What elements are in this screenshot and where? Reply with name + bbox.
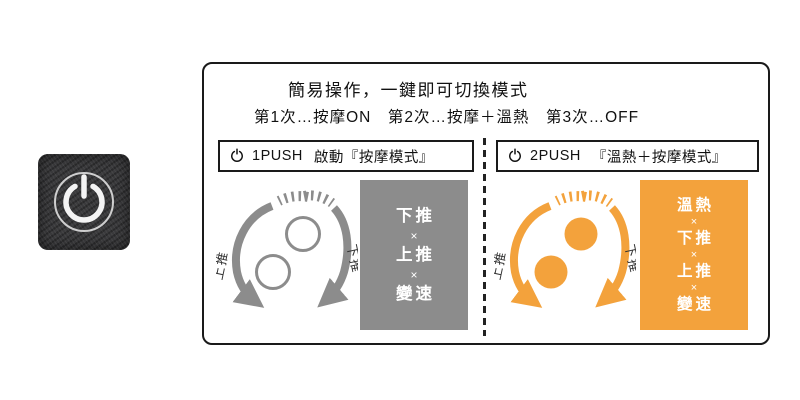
dashed-divider [483, 138, 486, 336]
mode1-left-arrow-tail [276, 191, 309, 206]
power-icon [231, 148, 243, 162]
mode2-result-box: 溫熱 × 下推 × 上推 × 變速 [640, 180, 748, 330]
multiply-sign: × [410, 267, 418, 282]
power-button-patch [38, 154, 130, 250]
power-icon [509, 148, 521, 162]
multiply-sign: × [690, 249, 698, 261]
mode1-box-line: 下推 [396, 206, 435, 225]
mode2-push-label: 2PUSH [530, 148, 581, 164]
mode1-box-line: 上推 [396, 245, 435, 264]
multiply-sign: × [690, 282, 698, 294]
mode1-box-line: 變速 [396, 284, 435, 303]
mode1-roller-diagram: 上推 下推 [216, 190, 358, 308]
mode2-up-arrow [510, 202, 552, 308]
power-icon [54, 172, 114, 232]
mode1-push-label: 1PUSH [252, 148, 303, 164]
mode1-down-arrow [317, 205, 352, 308]
mode1-result-box: 下推 × 上推 × 變速 [360, 180, 468, 330]
mode2-roller-bottom [534, 255, 568, 289]
mode2-box-line: 溫熱 [676, 197, 714, 214]
mode2-mode-label: 『溫熱＋按摩模式』 [591, 149, 727, 166]
multiply-sign: × [690, 216, 698, 228]
mode2-roller-diagram: 上推 下推 [494, 190, 636, 308]
panel-subtitle: 第1次…按摩ON 第2次…按摩＋溫熱 第3次…OFF [254, 109, 640, 126]
mode2-roller-top [564, 217, 598, 251]
mode1-up-arrow [232, 202, 274, 308]
mode1-up-label: 上推 [216, 249, 231, 281]
mode1-roller-bottom [255, 254, 291, 290]
mode1-mode-label: 啟動『按摩模式』 [313, 149, 434, 166]
panel-title: 簡易操作，一鍵即可切換模式 [288, 81, 529, 100]
mode2-box-line: 變速 [676, 296, 714, 313]
mode2-box-line: 上推 [676, 263, 714, 280]
instruction-panel: 簡易操作，一鍵即可切換模式 第1次…按摩ON 第2次…按摩＋溫熱 第3次…OFF… [202, 62, 770, 345]
mode2-right-arrow-tail [581, 190, 613, 208]
mode1-right-arrow-tail [303, 190, 335, 208]
multiply-sign: × [410, 228, 418, 243]
mode1-header: 1PUSH 啟動『按摩模式』 [218, 140, 474, 172]
mode2-down-arrow [595, 205, 630, 308]
mode2-box-line: 下推 [676, 230, 714, 247]
mode2-header: 2PUSH 『溫熱＋按摩模式』 [496, 140, 759, 172]
mode1-roller-top [285, 216, 321, 252]
mode2-up-label: 上推 [494, 249, 509, 281]
mode2-left-arrow-tail [554, 191, 587, 206]
